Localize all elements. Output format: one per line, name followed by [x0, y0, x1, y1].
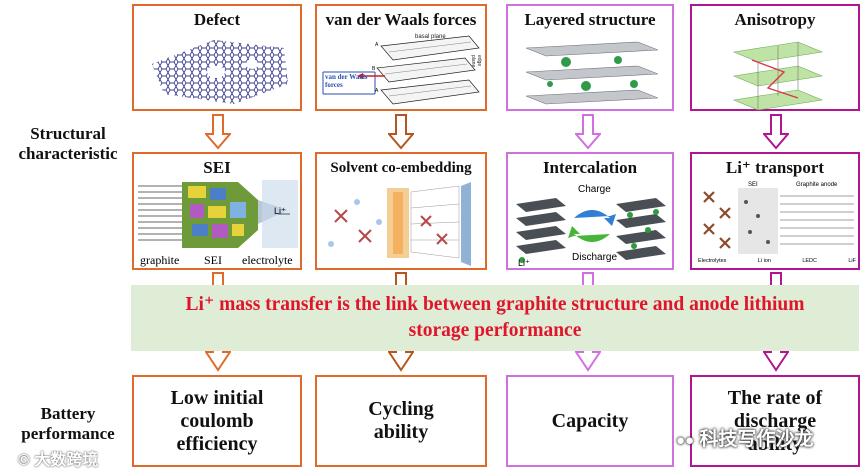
legend-li-ion: Li ion — [757, 258, 771, 264]
solvent-co-embedding-title: Solvent co-embedding — [330, 160, 472, 176]
discharge-label: Discharge — [572, 252, 618, 263]
sei-li-label: Li⁺ — [274, 206, 286, 216]
vdw-inset-label: van der Waals forces — [325, 73, 368, 89]
mass-transfer-banner: Li⁺ mass transfer is the link between gr… — [131, 285, 859, 351]
sei-box: SEI Li⁺ graphite SEI electrolyte — [132, 152, 302, 270]
intercalation-box: Intercalation Charge Discharge Li⁺ — [506, 152, 674, 270]
arrow-anisotropy-to-li-transport — [763, 114, 789, 150]
banner-line-2: storage performance — [408, 320, 582, 341]
arrow-layered-to-intercalation — [575, 114, 601, 150]
vdw-title: van der Waals forces — [325, 10, 477, 29]
defect-graphene-illustration — [152, 40, 288, 104]
letter-b: B — [372, 66, 376, 72]
rate-text: The rate of discharge ability — [727, 386, 823, 455]
sei-illustration — [138, 180, 298, 248]
li-transport-sei-label: SEI — [748, 182, 758, 188]
intercalation-title: Intercalation — [542, 158, 638, 177]
solvent-co-embedding-box: Solvent co-embedding — [315, 152, 487, 270]
letter-a1: A — [375, 42, 379, 48]
graphite-label: graphite — [140, 253, 180, 267]
wechat-icon: ●● — [676, 432, 695, 449]
intercalation-illustration — [516, 198, 666, 263]
vdw-layers-illustration — [322, 35, 480, 105]
li-transport-box: Li⁺ transport SEI Graphite anode Electro… — [690, 152, 860, 270]
graphite-anode-label: Graphite anode — [796, 182, 838, 188]
watermark-left: © 大数跨境 — [18, 452, 99, 469]
layered-structure-box: Layered structure — [506, 4, 674, 111]
basal-plane-label: basal plane — [415, 34, 446, 40]
intercalation-li-label: Li⁺ — [518, 258, 530, 268]
cycling-box: Cycling ability — [315, 375, 487, 467]
arrow-vdw-to-solvent — [388, 114, 414, 150]
capacity-text: Capacity — [551, 409, 629, 432]
anisotropy-box: Anisotropy — [690, 4, 860, 111]
sei-layer-label: SEI — [204, 253, 222, 267]
edge-plane-label: edge plane — [470, 55, 482, 68]
layered-structure-illustration — [525, 41, 659, 105]
charge-label: Charge — [578, 184, 611, 195]
efficiency-text: Low initial coulomb efficiency — [170, 386, 264, 455]
battery-performance-label: Battery performance — [21, 404, 115, 443]
rate-box: The rate of discharge ability — [690, 375, 860, 467]
watermark-left-icon: © — [18, 452, 30, 469]
vdw-box: van der Waals forces basal plane van der… — [315, 4, 487, 111]
watermark-right: ●● 科技写作沙龙 — [676, 429, 814, 450]
structural-characteristic-label: Structural characteristic — [18, 124, 118, 163]
sei-title: SEI — [203, 158, 231, 177]
legend-electrolytes: Electrolytes — [698, 258, 727, 264]
anisotropy-title: Anisotropy — [734, 10, 816, 29]
li-transport-legend: Electrolytes Li ion LEDC LiF — [698, 258, 856, 264]
solvent-co-embedding-illustration — [328, 182, 471, 266]
layered-structure-title: Layered structure — [524, 10, 656, 29]
capacity-box: Capacity — [506, 375, 674, 467]
cycling-text: Cycling ability — [368, 398, 434, 443]
efficiency-box: Low initial coulomb efficiency — [132, 375, 302, 467]
arrow-defect-to-sei — [205, 114, 231, 150]
banner-line-1: Li⁺ mass transfer is the link between gr… — [185, 294, 805, 315]
anisotropy-illustration — [732, 41, 824, 110]
legend-lif: LiF — [848, 258, 856, 264]
electrolyte-label: electrolyte — [242, 253, 293, 267]
legend-ledc: LEDC — [802, 258, 817, 264]
li-transport-title: Li⁺ transport — [725, 158, 825, 177]
letter-a2: A — [375, 88, 379, 94]
defect-title: Defect — [193, 10, 241, 29]
defect-box: Defect — [132, 4, 302, 111]
li-transport-illustration — [703, 188, 854, 254]
